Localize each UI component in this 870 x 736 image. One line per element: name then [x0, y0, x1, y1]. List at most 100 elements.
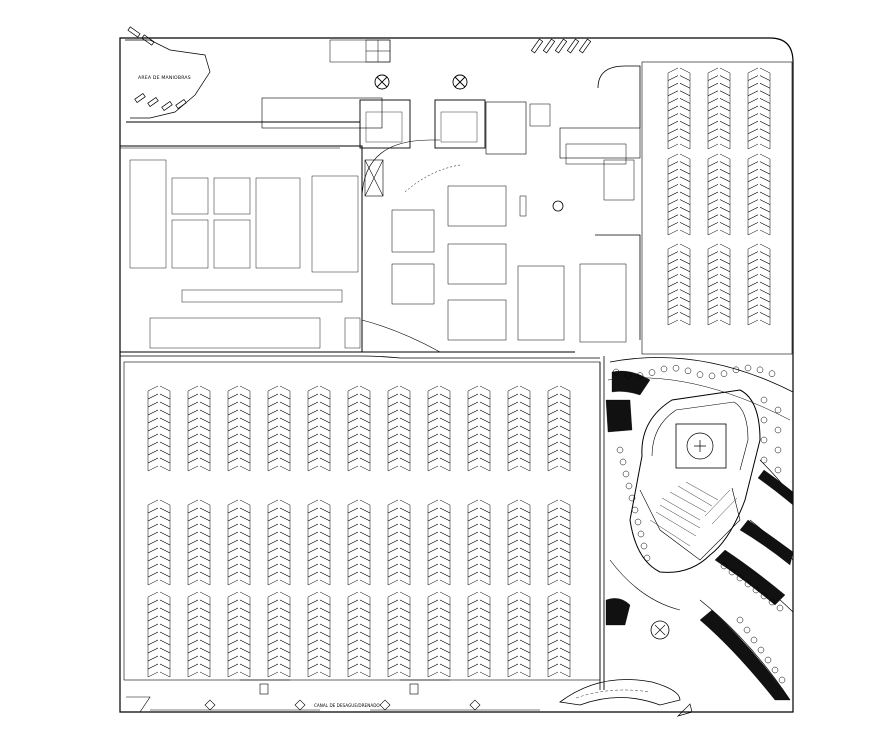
parking-stall [399, 515, 411, 530]
parking-stall [759, 136, 771, 150]
tree-icon [640, 542, 648, 550]
parking-stall-column [547, 591, 559, 678]
parking-stall [227, 555, 239, 570]
parking-stall [227, 615, 239, 630]
parking-stall [507, 507, 519, 522]
parking-stall [707, 266, 719, 280]
parking-stall [759, 281, 771, 296]
parking-stall [267, 591, 279, 606]
parking-stall [439, 655, 451, 670]
parking-stall [387, 401, 399, 416]
parking-stall [747, 206, 759, 221]
parking-stall [439, 499, 451, 514]
parking-stall [707, 98, 719, 112]
parking-stall-column [667, 67, 679, 150]
parking-stall [679, 168, 691, 183]
parking-stall [519, 515, 531, 530]
parking-stall [387, 393, 399, 408]
parking-stall [227, 441, 239, 456]
parking-stall [399, 385, 411, 400]
parking-stall-column [559, 499, 571, 586]
parking-stall [427, 663, 439, 678]
parking-stall [719, 176, 731, 190]
parking-stall [227, 393, 239, 408]
parking-stall [719, 105, 731, 120]
parking-stall [319, 571, 331, 586]
parking-stall [547, 523, 559, 538]
parking-stall [759, 274, 771, 288]
parking-stall [479, 647, 491, 662]
tree-icon [624, 372, 632, 379]
parking-stall [667, 67, 679, 82]
parking-stall-column [547, 385, 559, 472]
parking-stall [427, 555, 439, 570]
parking-stall [479, 457, 491, 472]
parking-stall [467, 507, 479, 522]
parking-stall [707, 281, 719, 296]
parking-stall-column [159, 499, 171, 586]
parking-stall [519, 623, 531, 638]
parking-stall [387, 639, 399, 654]
auditorium [558, 357, 794, 706]
parking-stall [187, 591, 199, 606]
parking-stall [667, 136, 679, 150]
tree-icon [612, 368, 620, 376]
parking-stall [279, 591, 291, 606]
parking-stall [679, 222, 691, 236]
parking-stall [439, 425, 451, 440]
parking-stall-column [267, 591, 279, 678]
parking-stall [239, 441, 251, 456]
parking-stall [279, 393, 291, 408]
parking-stall [187, 425, 199, 440]
parking-stall [199, 425, 211, 440]
parking-stall [187, 385, 199, 400]
parking-stall [479, 515, 491, 530]
parking-stall [319, 385, 331, 400]
parking-stall [747, 113, 759, 127]
parking-stall [147, 441, 159, 456]
parking-stall [519, 425, 531, 440]
parking-stall [559, 515, 571, 530]
parking-stall [187, 663, 199, 678]
parking-stall [427, 441, 439, 456]
parking-stall [319, 547, 331, 562]
parking-stall-column [147, 499, 159, 586]
parking-stall [399, 449, 411, 464]
parking-stall [667, 113, 679, 127]
parking-stall [439, 441, 451, 456]
tree-icon [732, 366, 740, 374]
parking-stall [759, 176, 771, 190]
tree-icon [720, 562, 728, 570]
parking-stall-column [427, 591, 439, 678]
parking-stall [307, 523, 319, 538]
parking-stall [159, 539, 171, 554]
tree-icon [756, 366, 764, 374]
parking-stall [707, 191, 719, 206]
parking-stall [199, 449, 211, 464]
parking-stall [319, 417, 331, 432]
parking-stall [307, 607, 319, 622]
parking-stall-column [759, 153, 771, 236]
parking-stall [239, 615, 251, 630]
parking-stall [147, 409, 159, 424]
parking-stall [507, 547, 519, 562]
parking-stall [467, 441, 479, 456]
parking-stall [267, 433, 279, 448]
parking-stall [479, 639, 491, 654]
parking-stall [387, 531, 399, 546]
parking-stall [359, 417, 371, 432]
parking-stall [267, 441, 279, 456]
parking-stall [667, 266, 679, 280]
parking-stall [667, 206, 679, 221]
tree-icon [760, 436, 768, 444]
parking-stall [227, 663, 239, 678]
parking-stall [507, 523, 519, 538]
parking-stall [347, 555, 359, 570]
parking-stall [707, 161, 719, 175]
parking-stall [387, 615, 399, 630]
parking-stall [707, 184, 719, 198]
parking-stall-column [507, 591, 519, 678]
parking-stall [719, 75, 731, 89]
parking-stall [387, 457, 399, 472]
parking-stall [399, 571, 411, 586]
